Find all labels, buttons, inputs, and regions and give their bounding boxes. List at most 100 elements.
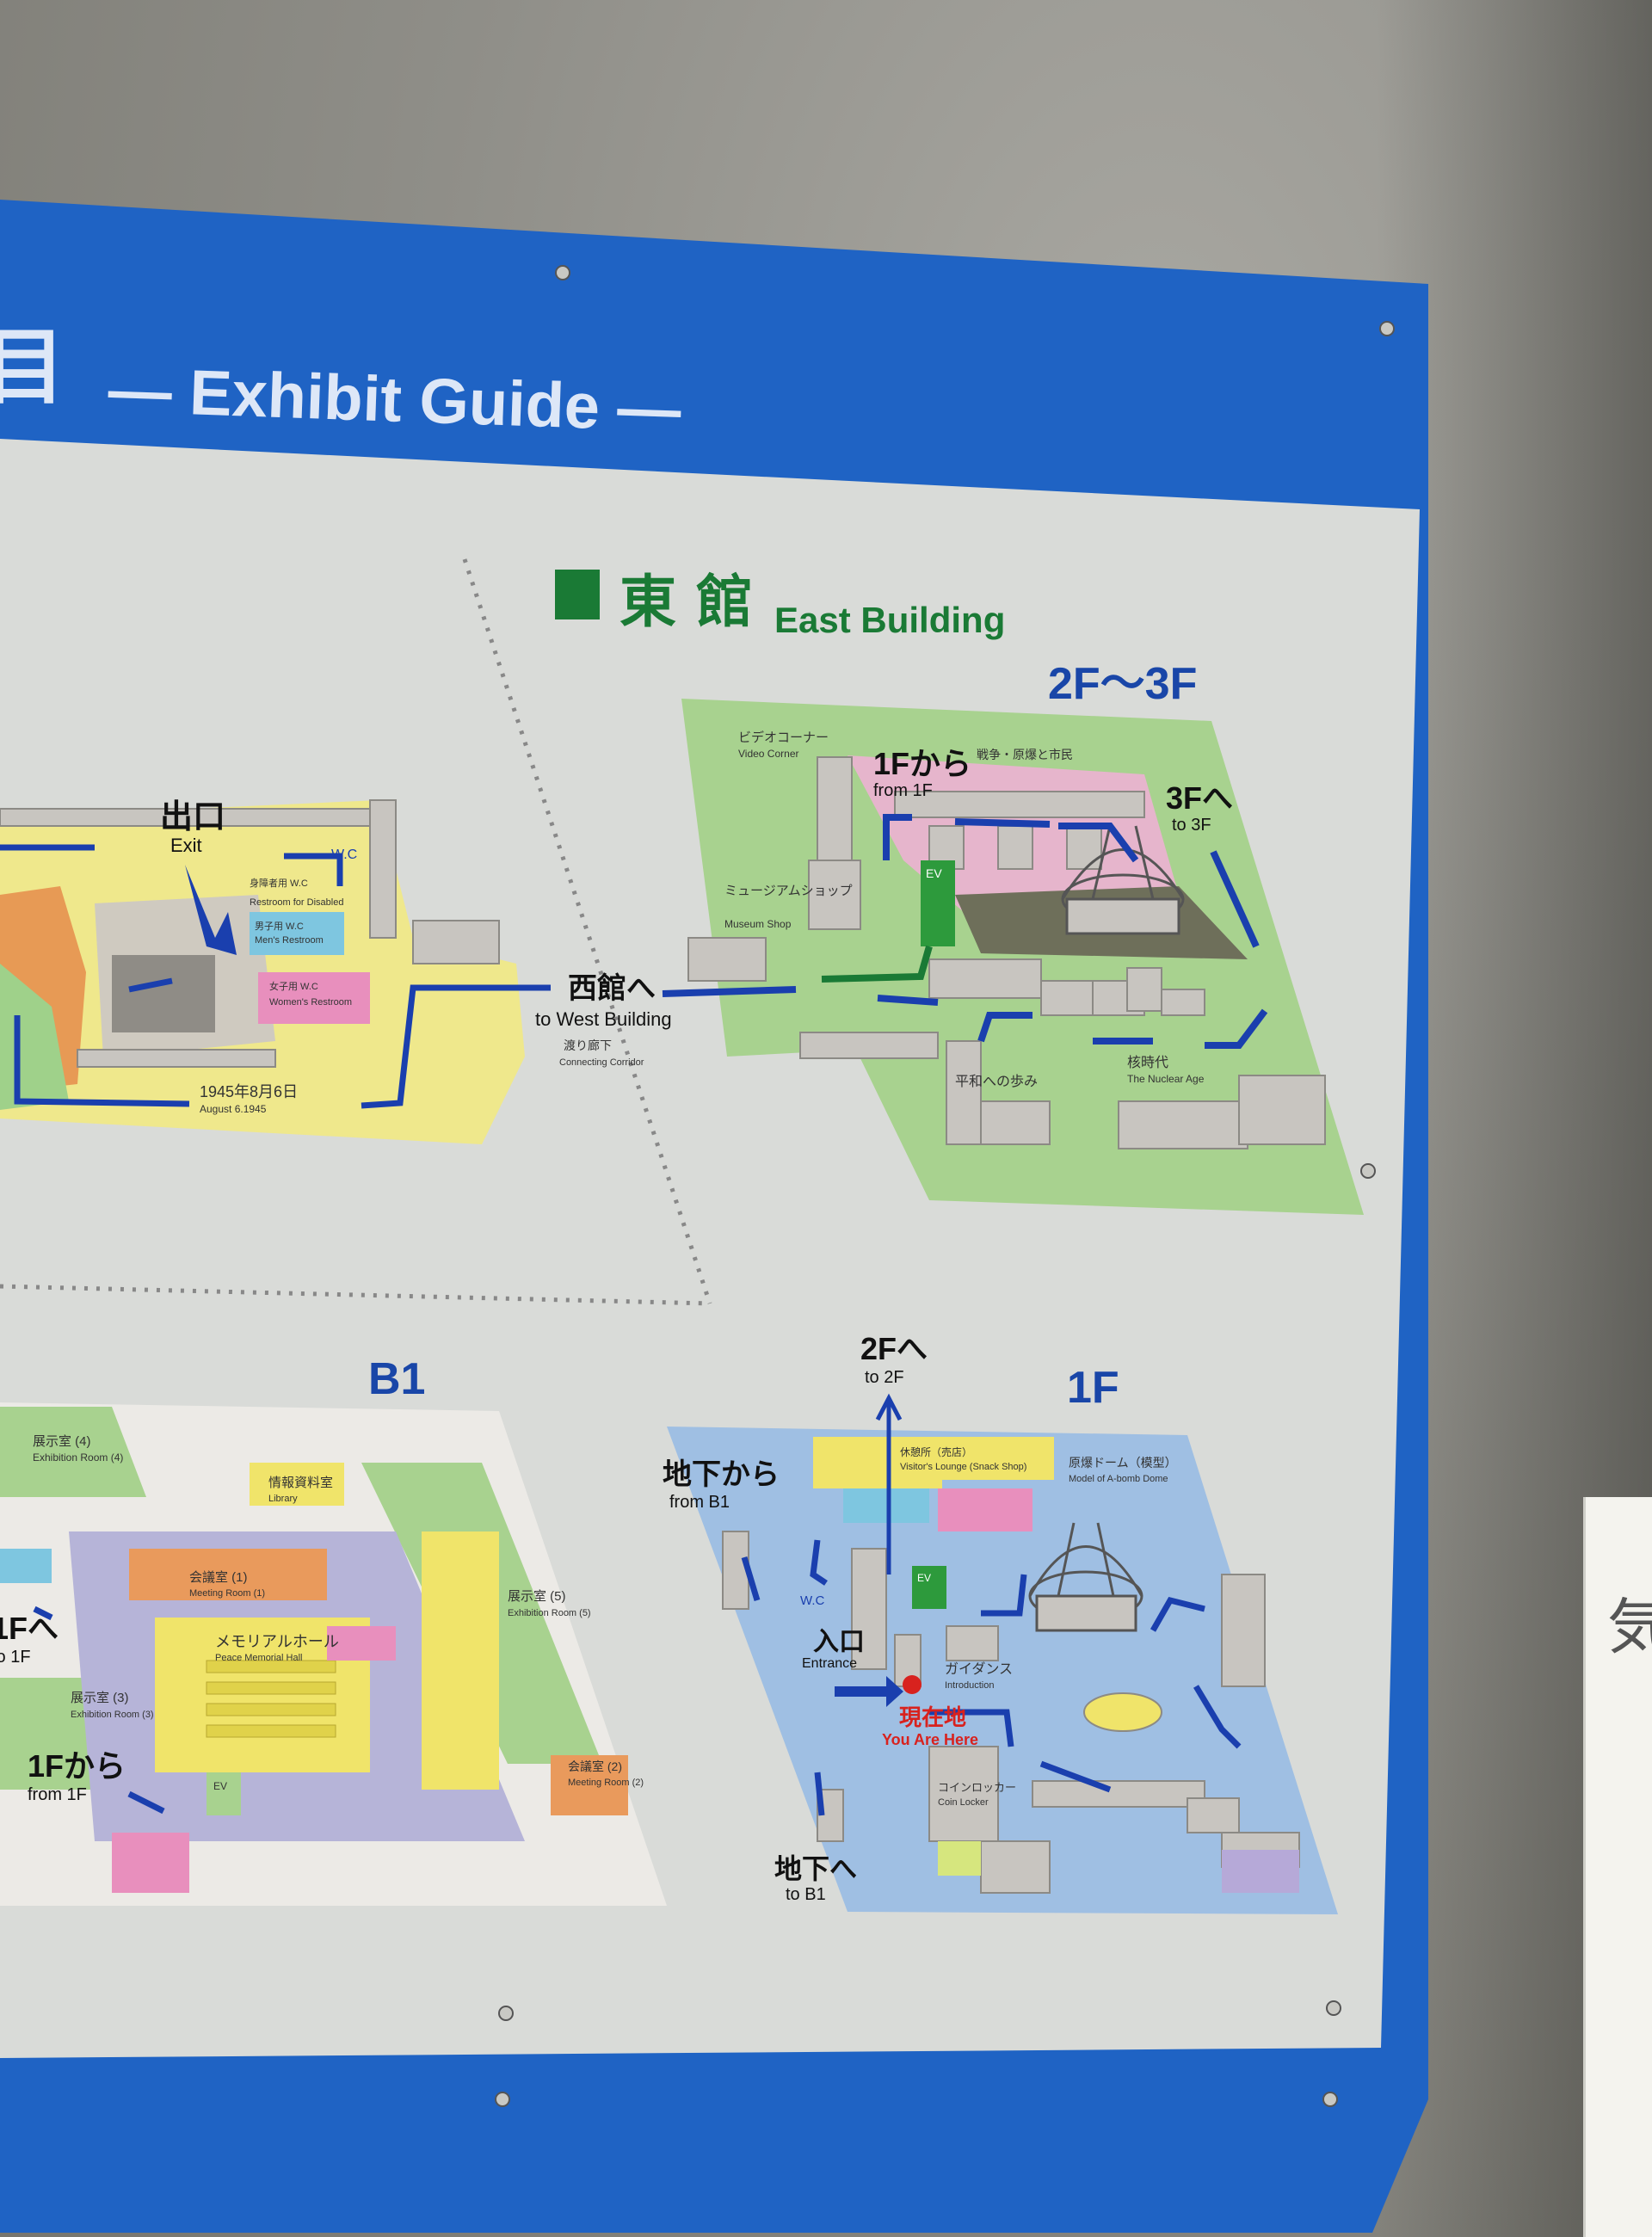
divider-dotted	[0, 558, 712, 1306]
b1-room3-jp: 展示室 (3)	[71, 1691, 129, 1705]
b1-restroom-blue	[0, 1549, 52, 1583]
east-ev	[921, 860, 955, 946]
f1-restroom-blue	[843, 1488, 929, 1523]
east-dome-model	[1061, 825, 1185, 935]
f1-coin-locker-en: Coin Locker	[938, 1797, 989, 1808]
b1-meeting2-jp: 会議室 (2)	[568, 1759, 622, 1773]
east-nuclear-jp: 核時代	[1127, 1055, 1168, 1070]
west-disabled-jp: 身障者用 W.C	[250, 877, 308, 889]
f1-to-2f-en: to 2F	[865, 1368, 904, 1387]
east-route-arrows	[662, 814, 1268, 1049]
east-building-square-icon	[555, 570, 600, 619]
f1-restroom-pink	[938, 1488, 1032, 1531]
east-building-heading-jp: 東 館	[620, 569, 753, 635]
corridor-to-west-en: to West Building	[535, 1008, 672, 1030]
east-floor-label: 2F〜3F	[1048, 659, 1197, 709]
east-war-label: 戦争・原爆と市民	[977, 748, 1073, 761]
b1-library-en: Library	[268, 1494, 298, 1504]
f1-lavender-box	[1222, 1850, 1299, 1893]
west-route-arrows	[0, 844, 551, 1109]
east-video-corner-jp: ビデオコーナー	[738, 730, 829, 745]
b1-memorial-seats	[206, 1660, 336, 1738]
west-pink-restroom	[258, 972, 370, 1024]
east-to-3f-jp: 3Fへ	[1166, 780, 1233, 816]
f1-lounge-yellow-2	[942, 1437, 1054, 1480]
west-disabled-en: Restroom for Disabled	[250, 897, 343, 908]
west-womens-en: Women's Restroom	[269, 997, 352, 1008]
f1-to-b1-jp: 地下へ	[774, 1853, 857, 1884]
b1-yellow-col	[422, 1531, 499, 1790]
corridor-jp: 渡り廊下	[564, 1038, 612, 1052]
f1-ev-label: EV	[917, 1572, 931, 1584]
f1-dome-jp: 原爆ドーム（模型）	[1069, 1456, 1177, 1470]
east-video-corner-en: Video Corner	[738, 748, 799, 760]
west-exit-arrow	[185, 865, 237, 955]
f1-entrance-jp: 入口	[813, 1628, 865, 1656]
f1-up-arrow	[875, 1393, 903, 1575]
west-wc-label: W.C	[331, 847, 357, 862]
east-nuclear-en: The Nuclear Age	[1127, 1073, 1205, 1085]
f1-here-en: You Are Here	[882, 1731, 978, 1748]
east-peace-jp: 平和への歩み	[955, 1074, 1038, 1089]
b1-restroom-pink-left	[112, 1833, 189, 1893]
b1-meeting2-en: Meeting Room (2)	[568, 1778, 644, 1788]
east-walls	[687, 756, 1326, 1149]
f1-lounge-en: Visitor's Lounge (Snack Shop)	[900, 1462, 1026, 1472]
f1-round-table	[1083, 1692, 1162, 1732]
f1-coin-locker	[938, 1841, 981, 1876]
b1-library	[250, 1463, 344, 1506]
corridor-to-west-jp: 西館へ	[568, 972, 656, 1005]
b1-memorial-jp: メモリアルホール	[215, 1633, 339, 1650]
f1-from-b1-jp: 地下から	[663, 1458, 780, 1491]
east-museum-shop-jp: ミュージアムショップ	[724, 884, 853, 898]
west-exit-en: Exit	[170, 835, 202, 856]
b1-meeting2-room	[551, 1755, 628, 1815]
b1-room5-en: Exhibition Room (5)	[508, 1608, 591, 1618]
west-womens-jp: 女子用 W.C	[269, 980, 318, 992]
east-from-1f-en: from 1F	[873, 781, 933, 800]
f1-lounge-yellow	[813, 1437, 942, 1488]
b1-route-arrows	[33, 1605, 165, 1815]
b1-meeting1-en: Meeting Room (1)	[189, 1588, 265, 1599]
b1-from-1f-en: from 1F	[28, 1785, 87, 1804]
f1-entrance-arrow	[835, 1676, 903, 1707]
east-to-3f-en: to 3F	[1172, 816, 1211, 835]
f1-from-b1-en: from B1	[669, 1493, 730, 1512]
f1-ev	[912, 1566, 946, 1609]
b1-room4-en: Exhibition Room (4)	[33, 1451, 123, 1464]
b1-from-1f-jp: 1Fから	[28, 1748, 126, 1784]
b1-meeting1-room	[129, 1549, 327, 1600]
adjacent-white-sign	[1583, 1497, 1652, 2237]
b1-room5-jp: 展示室 (5)	[508, 1589, 566, 1604]
f1-entrance-en: Entrance	[802, 1656, 857, 1671]
f1-lounge-jp: 休憩所（売店）	[900, 1445, 972, 1458]
b1-to-1f-en: to 1F	[0, 1648, 31, 1667]
east-museum-shop-en: Museum Shop	[724, 918, 792, 930]
board-screws	[495, 265, 1395, 2107]
f1-wc-label: W.C	[800, 1593, 824, 1608]
f1-dome-en: Model of A-bomb Dome	[1069, 1474, 1168, 1484]
west-stairs	[112, 955, 215, 1032]
f1-coin-locker-jp: コインロッカー	[938, 1781, 1016, 1794]
b1-ev-label: EV	[213, 1780, 227, 1792]
f1-floor-label: 1F	[1067, 1363, 1119, 1413]
east-green-arrow	[821, 945, 933, 983]
b1-ev	[206, 1772, 241, 1815]
b1-memorial-en: Peace Memorial Hall	[215, 1653, 302, 1663]
west-mens-jp: 男子用 W.C	[255, 921, 304, 932]
b1-meeting1-jp: 会議室 (1)	[189, 1569, 248, 1585]
b1-room4-jp: 展示室 (4)	[33, 1434, 91, 1449]
west-mens-en: Men's Restroom	[255, 935, 324, 946]
header-title-partial: 目	[0, 319, 65, 416]
f1-to-2f-jp: 2Fへ	[860, 1331, 928, 1366]
west-date-jp: 1945年8月6日	[200, 1083, 298, 1100]
b1-floor-label: B1	[368, 1354, 425, 1404]
west-date-en: August 6.1945	[200, 1103, 267, 1115]
f1-you-are-here-dot	[903, 1675, 922, 1694]
f1-route-arrows	[741, 1539, 1242, 1816]
f1-guidance-jp: ガイダンス	[945, 1661, 1013, 1677]
corridor-en: Connecting Corridor	[559, 1057, 644, 1068]
f1-dome-model	[1028, 1522, 1143, 1632]
b1-green-rooms	[0, 1407, 146, 1497]
